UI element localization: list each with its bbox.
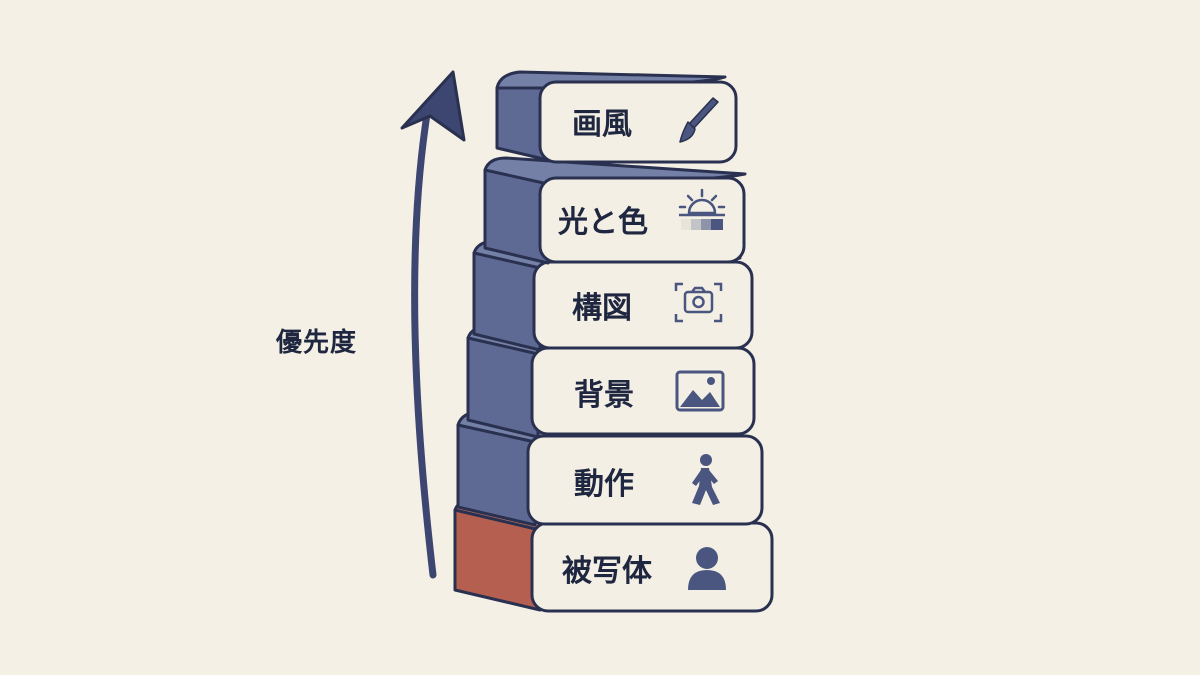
paintbrush-icon [679, 97, 719, 143]
block-label: 被写体 [562, 554, 653, 589]
block-label: 背景 [574, 378, 634, 413]
sunrise-gradient-icon [678, 188, 726, 230]
block-label: 動作 [574, 467, 634, 502]
priority-arrow [400, 70, 466, 579]
block-label: 構図 [572, 291, 632, 326]
landscape-image-icon [675, 370, 725, 412]
block-light-and-color: 光と色 [483, 156, 747, 265]
block-label: 光と色 [558, 205, 648, 240]
priority-axis-label: 優先度 [276, 328, 358, 358]
camera-frame-icon [674, 282, 723, 323]
block-label: 画風 [572, 107, 632, 142]
walking-person-icon [692, 454, 720, 505]
block-subject: 被写体 [453, 494, 774, 613]
block-art-style: 画風 [495, 70, 738, 164]
person-icon [688, 547, 726, 590]
